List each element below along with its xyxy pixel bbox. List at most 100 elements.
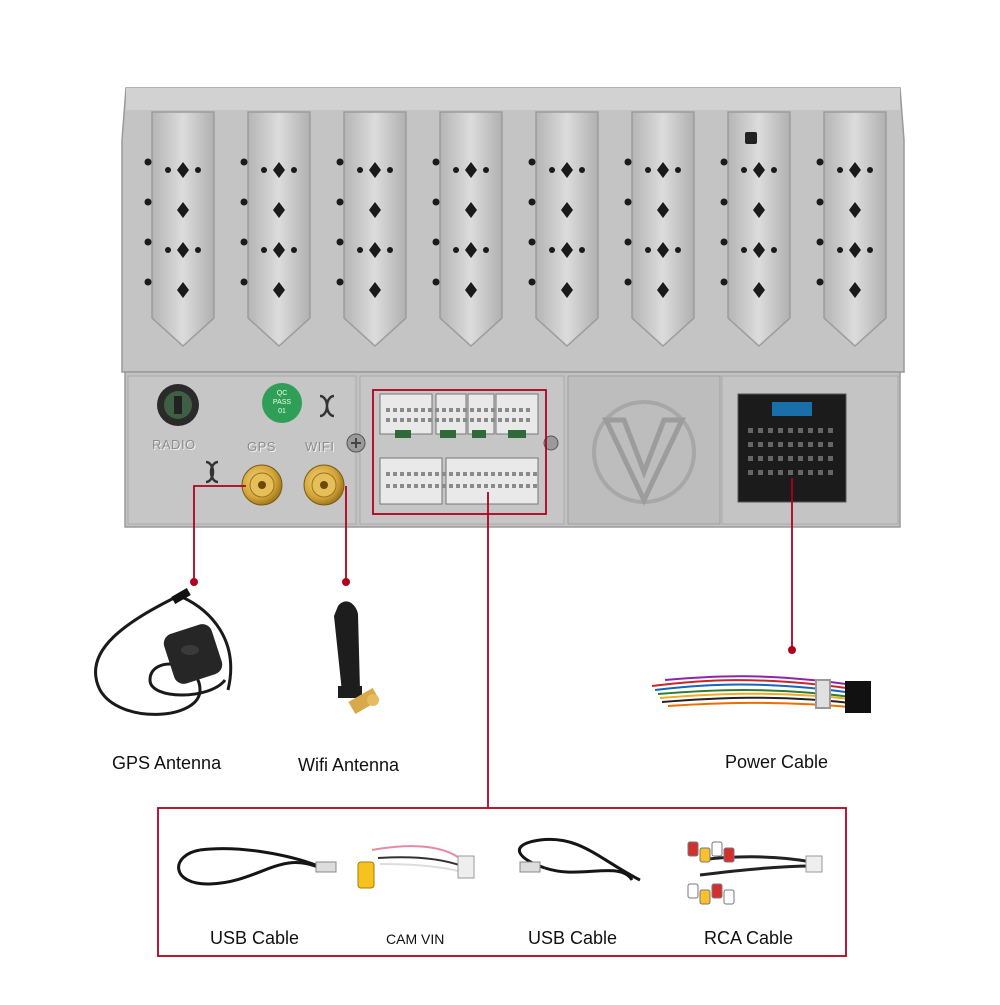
connector-pin bbox=[470, 484, 474, 488]
qc-line-1: QC bbox=[276, 390, 288, 397]
connector-pin bbox=[498, 408, 502, 412]
connector-pin bbox=[442, 472, 446, 476]
vent-diamond bbox=[369, 242, 381, 258]
heatsink-fin bbox=[535, 111, 599, 348]
vent-hole bbox=[144, 158, 152, 166]
vent-hole bbox=[771, 247, 777, 253]
vent-diamond bbox=[369, 162, 381, 178]
connector-pin bbox=[477, 472, 481, 476]
connector-pin bbox=[519, 418, 523, 422]
head-unit-back bbox=[121, 87, 905, 528]
connector-pin bbox=[414, 418, 418, 422]
heatsink-fins bbox=[144, 111, 887, 348]
connector-pin bbox=[428, 484, 432, 488]
vent-hole bbox=[624, 198, 632, 206]
vent-hole bbox=[624, 278, 632, 286]
vent-diamond bbox=[465, 242, 477, 258]
cam-vin-cable-image bbox=[357, 845, 475, 889]
rca-cable-image bbox=[687, 841, 823, 905]
vent-diamond bbox=[465, 202, 477, 218]
iso-pin bbox=[808, 456, 813, 461]
connector-pin bbox=[421, 484, 425, 488]
vent-hole bbox=[336, 198, 344, 206]
screw-hole-top bbox=[745, 132, 757, 144]
connector-pin bbox=[526, 418, 530, 422]
iso-pin bbox=[748, 456, 753, 461]
connector-pin bbox=[449, 484, 453, 488]
vent-hole bbox=[579, 247, 585, 253]
vent-hole bbox=[816, 278, 824, 286]
connector-pin bbox=[421, 418, 425, 422]
iso-pin bbox=[748, 428, 753, 433]
iso-pin bbox=[818, 470, 823, 475]
vent-hole bbox=[291, 247, 297, 253]
vent-diamond bbox=[849, 282, 861, 298]
radio-port-label: RADIO bbox=[152, 437, 196, 452]
wifi-antenna-label: Wifi Antenna bbox=[298, 755, 400, 775]
iso-pin bbox=[778, 442, 783, 447]
brand-emblem bbox=[592, 400, 696, 506]
vent-hole bbox=[720, 278, 728, 286]
vent-hole bbox=[240, 158, 248, 166]
vent-hole bbox=[624, 238, 632, 246]
connector-pin bbox=[456, 472, 460, 476]
connector-pin bbox=[505, 408, 509, 412]
connector-pin bbox=[526, 408, 530, 412]
iso-pin bbox=[778, 428, 783, 433]
vent-diamond bbox=[177, 242, 189, 258]
connector-pin bbox=[505, 418, 509, 422]
panel-screw bbox=[543, 435, 559, 451]
iso-pin bbox=[758, 428, 763, 433]
connector-pin bbox=[512, 472, 516, 476]
vent-hole bbox=[336, 238, 344, 246]
vent-hole bbox=[741, 167, 747, 173]
iso-pin bbox=[828, 470, 833, 475]
vent-hole bbox=[357, 247, 363, 253]
rca-plug bbox=[723, 847, 735, 863]
harness-connectors bbox=[379, 393, 539, 505]
vent-hole bbox=[240, 198, 248, 206]
vent-hole bbox=[837, 167, 843, 173]
connector-pin bbox=[421, 408, 425, 412]
iso-pin bbox=[788, 428, 793, 433]
vent-diamond bbox=[753, 202, 765, 218]
radio-port bbox=[157, 384, 199, 426]
connector-pin bbox=[477, 408, 481, 412]
iso-pin bbox=[778, 470, 783, 475]
iso-pin bbox=[818, 428, 823, 433]
rca-plug bbox=[699, 847, 711, 863]
connector-pin bbox=[442, 418, 446, 422]
vent-diamond bbox=[657, 162, 669, 178]
vent-diamond bbox=[561, 162, 573, 178]
heatsink-fin bbox=[151, 111, 215, 348]
rca-plug bbox=[723, 889, 735, 905]
rca-plug bbox=[699, 889, 711, 905]
connector-pin bbox=[491, 418, 495, 422]
connector-pin bbox=[400, 408, 404, 412]
callout-box-harness bbox=[372, 389, 547, 515]
connector-pin bbox=[393, 418, 397, 422]
vent-hole bbox=[357, 167, 363, 173]
iso-pin bbox=[798, 428, 803, 433]
vent-diamond bbox=[177, 162, 189, 178]
vent-hole bbox=[240, 238, 248, 246]
connector-pin bbox=[526, 472, 530, 476]
connector-pin bbox=[386, 408, 390, 412]
iso-pin bbox=[788, 456, 793, 461]
connector-pin bbox=[421, 472, 425, 476]
connector-pin bbox=[519, 408, 523, 412]
connector-pin bbox=[435, 418, 439, 422]
power-cable-label: Power Cable bbox=[725, 752, 829, 772]
vent-hole bbox=[483, 167, 489, 173]
connector-pin bbox=[463, 408, 467, 412]
connector-pin bbox=[393, 484, 397, 488]
connector-pin bbox=[393, 408, 397, 412]
connector-pin bbox=[477, 418, 481, 422]
vent-diamond bbox=[273, 282, 285, 298]
vent-diamond bbox=[465, 162, 477, 178]
vent-hole bbox=[432, 278, 440, 286]
gps-port bbox=[241, 464, 283, 506]
connector-pin bbox=[505, 472, 509, 476]
connector-pin bbox=[407, 418, 411, 422]
